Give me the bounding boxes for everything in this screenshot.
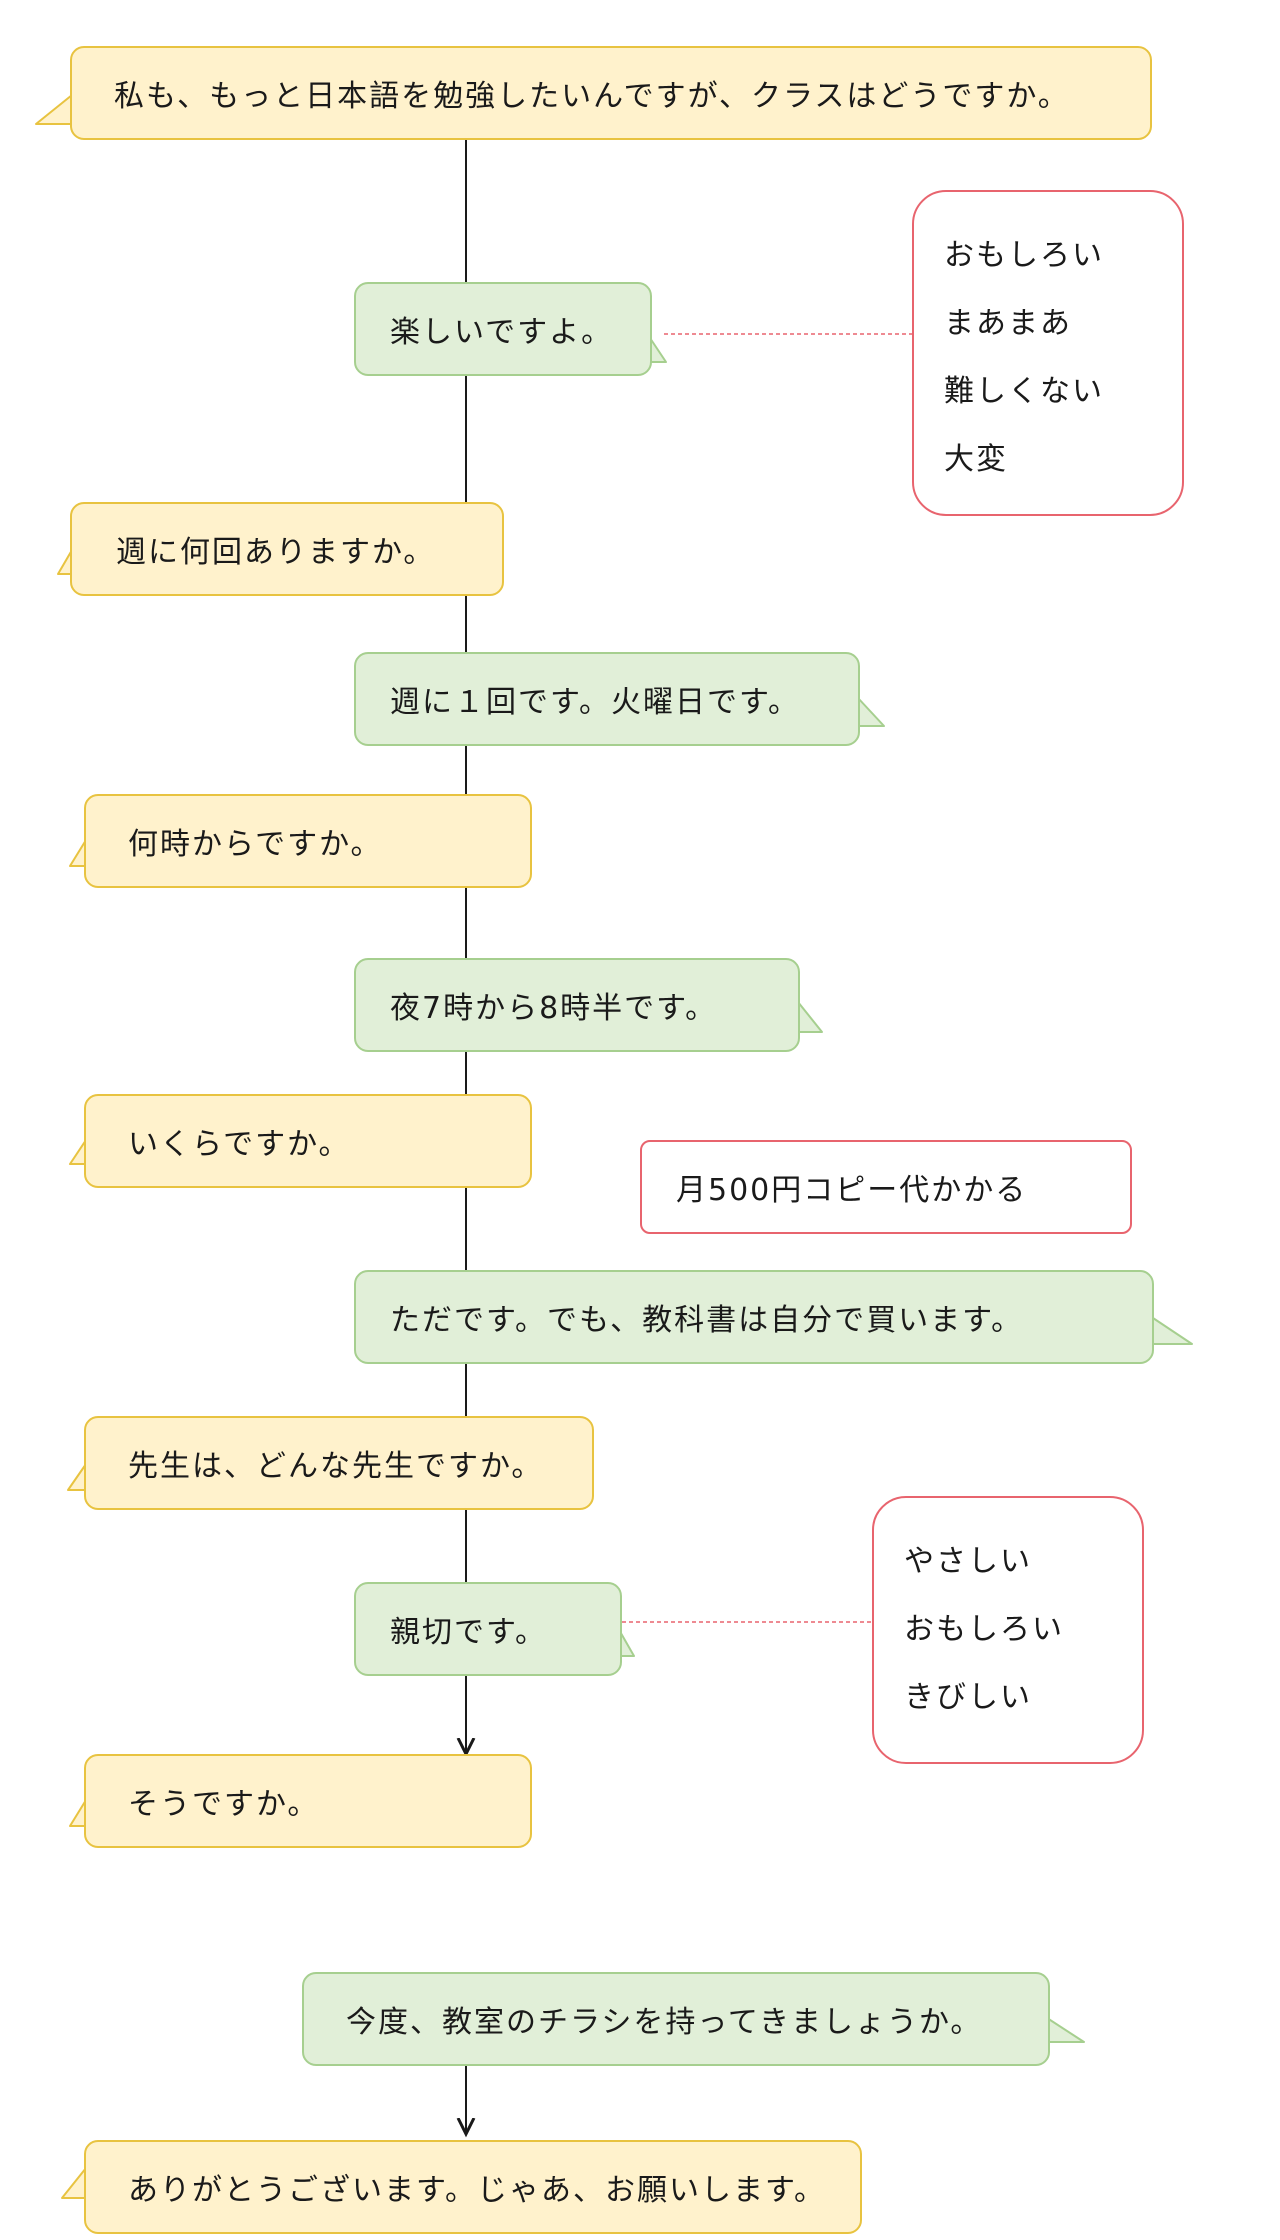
dialogue-text: 週に何回ありますか。 (116, 535, 436, 570)
dialogue-text: 先生は、どんな先生ですか。 (128, 1449, 544, 1484)
note-item: きびしい (904, 1680, 1032, 1715)
note-item: やさしい (904, 1544, 1032, 1579)
dialogue-bubble-12: 今度、教室のチラシを持ってきましょうか。 (302, 1972, 1050, 2066)
dialogue-text: 私も、もっと日本語を勉強したいんですが、クラスはどうですか。 (114, 79, 1070, 114)
note-cost: 月500円コピー代かかる (640, 1140, 1132, 1234)
note-cost-text: 月500円コピー代かかる (676, 1173, 1028, 1208)
dialogue-bubble-5: 何時からですか。 (84, 794, 532, 888)
dialogue-bubble-6: 夜7時から8時半です。 (354, 958, 800, 1052)
dialogue-text: 今度、教室のチラシを持ってきましょうか。 (346, 2005, 983, 2040)
dialogue-bubble-3: 週に何回ありますか。 (70, 502, 504, 596)
dialogue-text: 楽しいですよ。 (390, 315, 614, 350)
note-fun-options: おもしろい まあまあ 難しくない 大変 (912, 190, 1184, 516)
dialogue-text: そうですか。 (128, 1787, 320, 1822)
dialogue-bubble-4: 週に１回です。火曜日です。 (354, 652, 860, 746)
dialogue-bubble-11: そうですか。 (84, 1754, 532, 1848)
dialogue-bubble-8: ただです。でも、教科書は自分で買います。 (354, 1270, 1154, 1364)
note-item: おもしろい (944, 238, 1104, 273)
dialogue-bubble-10: 親切です。 (354, 1582, 622, 1676)
dialogue-text: ありがとうございます。じゃあ、お願いします。 (128, 2173, 826, 2208)
dialogue-bubble-7: いくらですか。 (84, 1094, 532, 1188)
dialogue-bubble-13: ありがとうございます。じゃあ、お願いします。 (84, 2140, 862, 2234)
dialogue-text: ただです。でも、教科書は自分で買います。 (390, 1303, 1024, 1338)
note-teacher-options: やさしい おもしろい きびしい (872, 1496, 1144, 1764)
dialogue-text: いくらですか。 (128, 1127, 351, 1162)
dialogue-bubble-1: 私も、もっと日本語を勉強したいんですが、クラスはどうですか。 (70, 46, 1152, 140)
dialogue-bubble-9: 先生は、どんな先生ですか。 (84, 1416, 594, 1510)
dialogue-bubble-2: 楽しいですよ。 (354, 282, 652, 376)
dialogue-text: 何時からですか。 (128, 827, 383, 862)
note-item: 大変 (944, 442, 1008, 477)
bubble-tail-1 (35, 94, 75, 125)
note-item: まあまあ (944, 306, 1072, 341)
dialogue-text: 夜7時から8時半です。 (390, 991, 718, 1026)
note-item: おもしろい (904, 1612, 1064, 1647)
note-item: 難しくない (944, 374, 1104, 409)
dialogue-text: 親切です。 (390, 1615, 547, 1650)
dialogue-text: 週に１回です。火曜日です。 (390, 685, 800, 720)
